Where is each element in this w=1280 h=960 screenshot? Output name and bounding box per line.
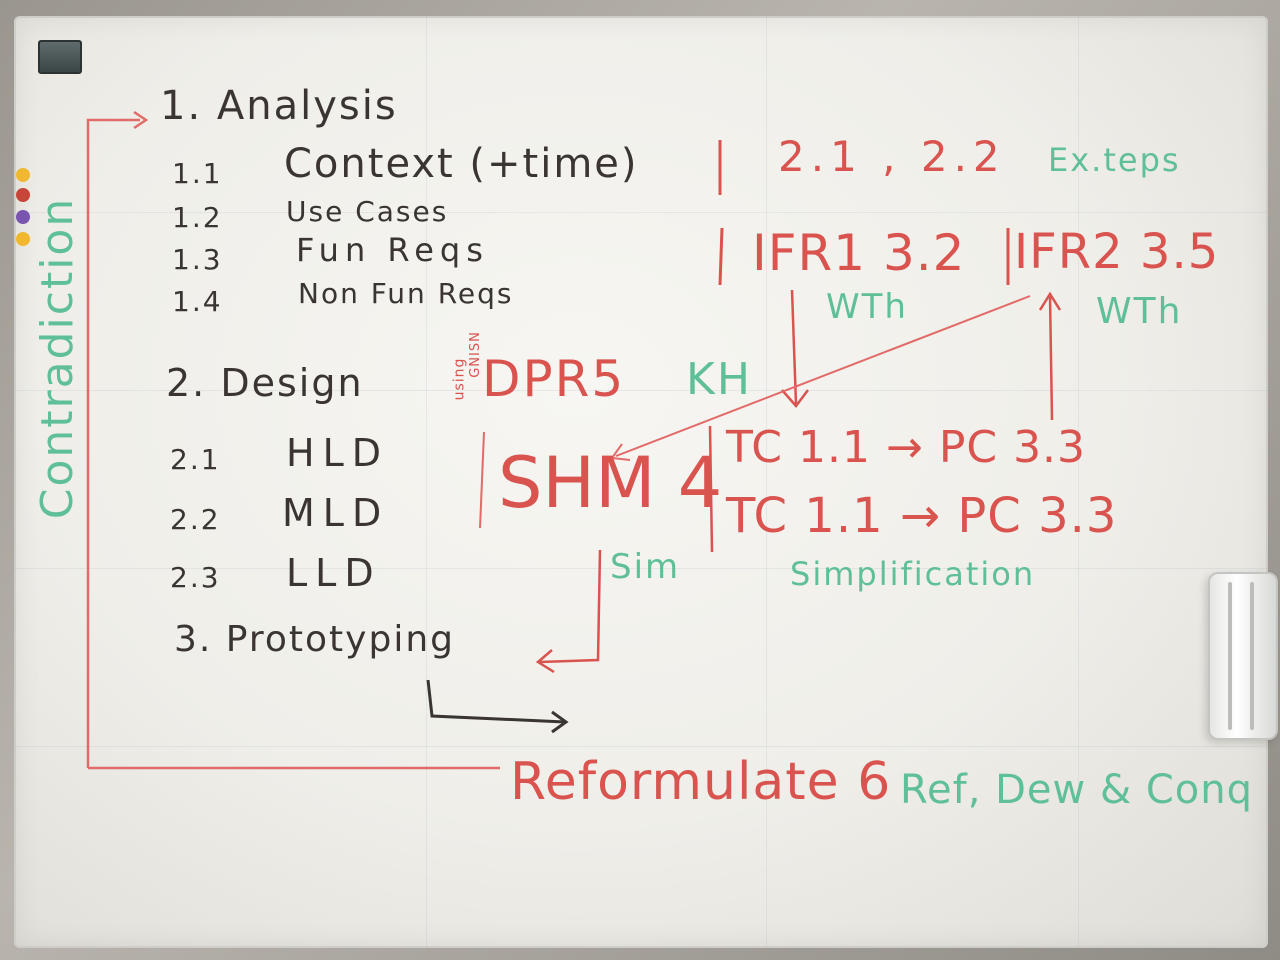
using-note: using [451,357,468,401]
magnet-icon [38,40,82,74]
tc-row-2: TC 1.1 → PC 3.3 [726,488,1118,544]
eraser-icon [1208,572,1278,740]
analysis-item-num-3: 1.3 [172,243,223,276]
design-title: 2. Design [166,361,364,405]
design-item-label-3: LLD [286,551,382,595]
shm-label: SHM 4 [498,442,723,524]
design-item-label-2: MLD [282,491,390,535]
analysis-item-num-1: 1.1 [172,157,223,190]
kh-label: KH [686,354,752,405]
analysis-item-num-2: 1.2 [172,201,223,234]
dpr-label: DPR5 [482,350,626,408]
whiteboard-surface [14,16,1268,948]
prototyping-label: 3. Prototyping [174,619,455,660]
magnet-dot-yellow [16,168,30,182]
reformulate-label: Reformulate 6 [510,752,892,812]
sim-label: Sim [610,547,681,587]
magnet-dot-purple [16,210,30,224]
wth-left-label: WTh [826,287,908,327]
magnet-dot-yellow-2 [16,232,30,246]
design-item-num-1: 2.1 [170,443,221,476]
ex-refs-label: 2.1 , 2.2 [778,132,1006,181]
simplification-label: Simplification [790,555,1036,593]
analysis-item-label-4: Non Fun Reqs [298,277,514,310]
contradiction-label: Contradiction [32,196,83,520]
wth-right-label: WTh [1096,291,1183,332]
ex-teps-label: Ex.teps [1048,141,1181,179]
analysis-item-label-2: Use Cases [286,195,449,228]
tc-row-1: TC 1.1 → PC 3.3 [726,422,1087,473]
ifr2-label: IFR2 3.5 [1014,224,1220,280]
analysis-title: 1. Analysis [160,83,398,129]
ifr1-label: IFR1 3.2 [752,224,966,282]
design-item-num-2: 2.2 [170,503,221,536]
magnet-dot-red [16,188,30,202]
ref-dew-label: Ref, Dew & Conq [900,767,1254,813]
using-note-2: GNISN [467,331,483,378]
analysis-item-label-1: Context (+time) [284,141,639,187]
design-item-num-3: 2.3 [170,561,221,594]
analysis-item-label-3: Fun Reqs [296,231,489,269]
analysis-item-num-4: 1.4 [172,285,223,318]
design-item-label-1: HLD [286,431,390,475]
